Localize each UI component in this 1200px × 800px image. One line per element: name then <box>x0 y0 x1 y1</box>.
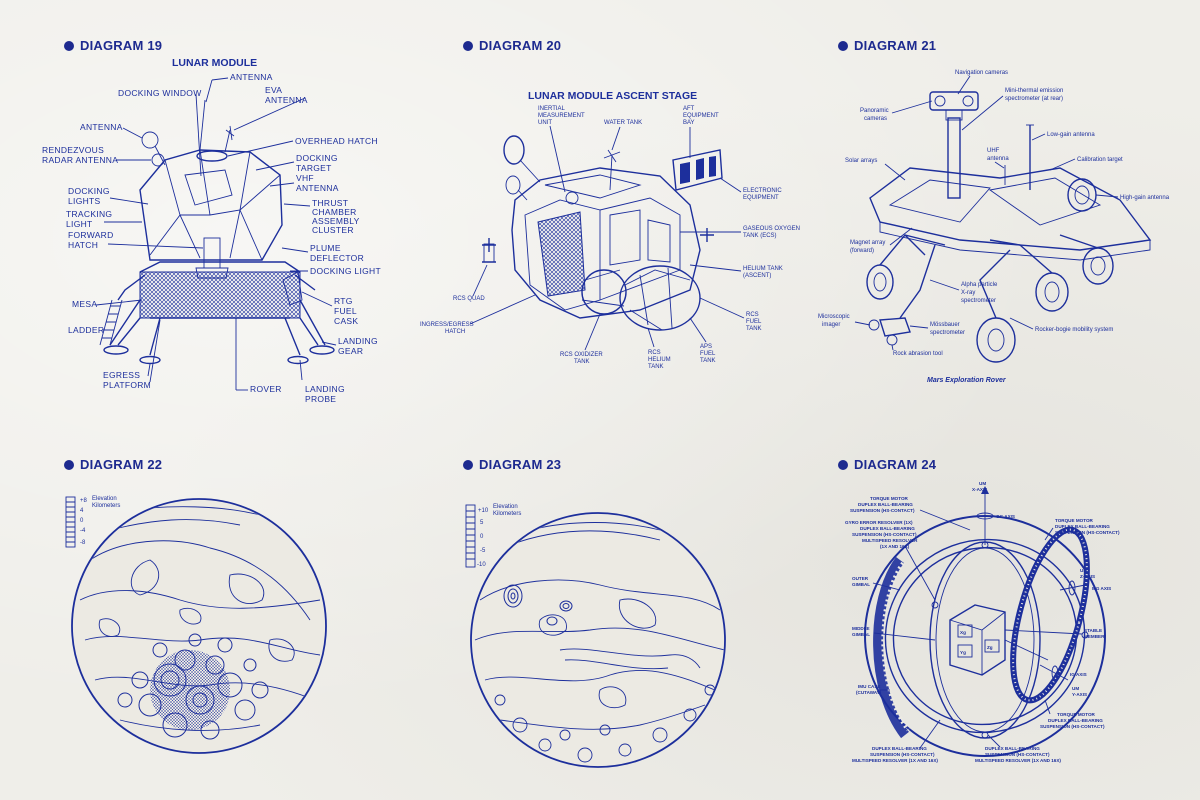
bullet-dot <box>463 459 473 470</box>
diagram-22-heading: DIAGRAM 22 <box>64 457 162 472</box>
bullet-dot <box>463 40 473 51</box>
bullet-dot <box>838 459 848 470</box>
diagram-23-heading: DIAGRAM 23 <box>463 457 561 472</box>
diagram-24-heading: DIAGRAM 24 <box>838 457 936 472</box>
bullet-dot <box>64 459 74 470</box>
diagram-21-heading: DIAGRAM 21 <box>838 38 936 53</box>
bullet-dot <box>64 40 74 51</box>
diagram-20-heading: DIAGRAM 20 <box>463 38 561 53</box>
bullet-dot <box>838 40 848 51</box>
diagram-19-heading: DIAGRAM 19 <box>64 38 162 53</box>
